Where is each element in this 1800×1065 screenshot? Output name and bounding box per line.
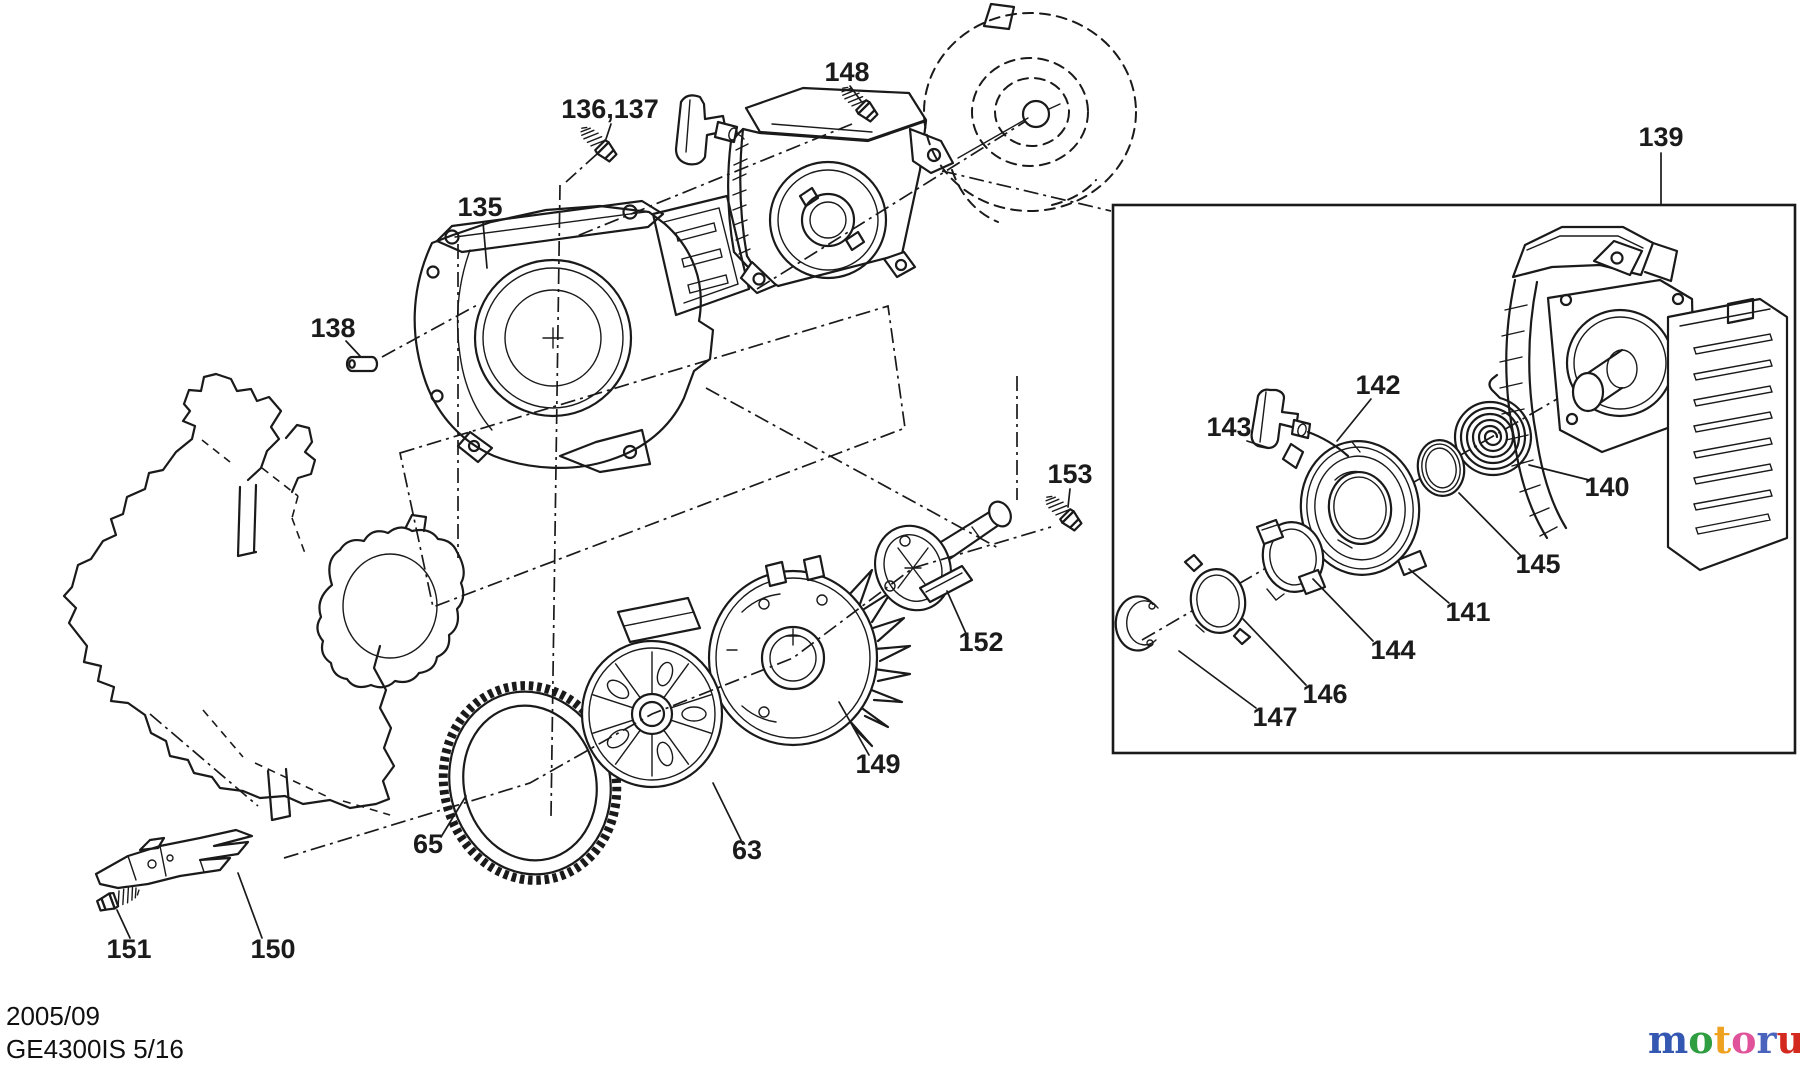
footer-date-code: 2005/09 xyxy=(6,1001,100,1031)
rope-guide-ring-145 xyxy=(1416,439,1466,497)
logo-letter: m xyxy=(1648,1017,1688,1062)
screw-136-137 xyxy=(575,120,620,165)
flywheel-149 xyxy=(707,554,912,748)
label-135: 135 xyxy=(457,192,502,222)
cooling-fan-63 xyxy=(580,596,724,789)
label-152: 152 xyxy=(958,627,1003,657)
starter-handle-143 xyxy=(1250,388,1350,458)
inset-box-recoil-starter xyxy=(1111,203,1797,755)
logo-letter: r xyxy=(1757,1017,1778,1062)
label-63: 63 xyxy=(732,835,762,865)
part-number-labels: 135 136,137 138 148 153 152 149 63 65 15… xyxy=(106,57,1683,964)
label-153: 153 xyxy=(1047,459,1092,489)
logo-letter: t xyxy=(1714,1017,1732,1062)
label-139: 139 xyxy=(1638,122,1683,152)
label-151: 151 xyxy=(106,934,151,964)
label-leaders xyxy=(116,85,1662,939)
logo-letter: o xyxy=(1688,1017,1713,1062)
screw-153 xyxy=(1040,489,1085,534)
motoruf-wordmark[interactable]: motoruf.de xyxy=(1648,1017,1800,1062)
label-144: 144 xyxy=(1370,635,1415,665)
blower-housing-135 xyxy=(413,194,751,474)
recoil-starter-assembly xyxy=(674,86,955,295)
recoil-spring-140 xyxy=(1453,373,1533,477)
label-141: 141 xyxy=(1445,597,1490,627)
label-65: 65 xyxy=(413,829,443,859)
engine-block-silhouette xyxy=(62,372,465,822)
air-deflector-150 xyxy=(94,828,254,890)
label-138: 138 xyxy=(310,313,355,343)
label-136-137: 136,137 xyxy=(561,94,659,124)
label-150: 150 xyxy=(250,934,295,964)
label-142: 142 xyxy=(1355,370,1400,400)
logo-letter: o xyxy=(1731,1017,1756,1062)
logo-letter: u xyxy=(1777,1017,1800,1062)
starter-cup-152 xyxy=(874,500,1012,612)
ratchet-guide-144 xyxy=(1255,518,1327,601)
inset-starter-housing xyxy=(1499,225,1789,572)
label-140: 140 xyxy=(1584,472,1629,502)
label-146: 146 xyxy=(1302,679,1347,709)
circlip-147 xyxy=(1114,595,1159,652)
label-145: 145 xyxy=(1515,549,1560,579)
centerlines xyxy=(149,120,1112,859)
phantom-fan-cover xyxy=(923,2,1137,223)
label-148: 148 xyxy=(824,57,869,87)
bushing-138 xyxy=(345,355,379,373)
motoruf-logo[interactable]: motoruf.de xyxy=(1648,1017,1800,1062)
starter-pulley-141 xyxy=(1281,440,1428,577)
label-143: 143 xyxy=(1206,412,1251,442)
footer-model-page: GE4300IS 5/16 xyxy=(6,1034,184,1064)
label-147: 147 xyxy=(1252,702,1297,732)
label-149: 149 xyxy=(855,749,900,779)
footer: 2005/09 GE4300IS 5/16 xyxy=(6,1001,184,1064)
friction-plate-146 xyxy=(1183,553,1252,646)
